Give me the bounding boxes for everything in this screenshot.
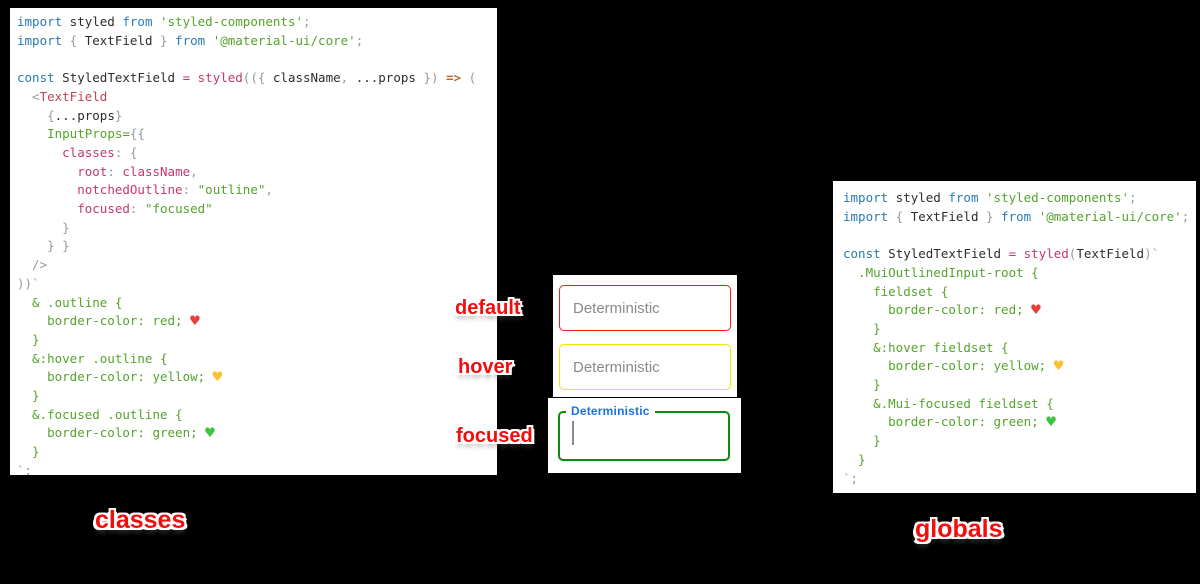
code-line: const StyledTextField = styled(({ classN… xyxy=(17,70,477,86)
code-line xyxy=(17,50,497,69)
code-line: InputProps={{ xyxy=(47,126,145,142)
code-line: &:hover fieldset { xyxy=(843,339,1009,355)
code-line: &:hover .outline { xyxy=(17,350,168,366)
textfield-hover[interactable] xyxy=(559,344,731,390)
caption-globals: globals xyxy=(915,515,1003,543)
code-line: root: className, xyxy=(77,163,198,179)
yellow-heart-icon: ♥ xyxy=(1053,356,1064,376)
code-line: border-color: yellow; ♥ xyxy=(17,367,223,387)
code-line: import styled from 'styled-components'; xyxy=(17,14,311,29)
code-line: .MuiOutlinedInput-root { xyxy=(843,264,1039,280)
code-line: border-color: green; ♥ xyxy=(17,423,215,443)
code-line: } xyxy=(17,331,40,347)
code-line: `; xyxy=(843,470,859,486)
code-panel-globals: import styled from 'styled-components'; i… xyxy=(833,181,1196,493)
green-heart-icon: ♥ xyxy=(205,423,215,443)
code-line: } } xyxy=(17,238,70,254)
code-line: import { TextField } from '@material-ui/… xyxy=(843,208,1190,224)
code-line: focused: "focused" xyxy=(77,201,213,217)
state-label-focused: focused xyxy=(456,425,533,447)
textfield-default[interactable] xyxy=(559,285,731,331)
green-heart-icon: ♥ xyxy=(1046,412,1056,432)
textfield-focused-label: Deterministic xyxy=(566,404,655,418)
code-line: import { TextField } from '@material-ui/… xyxy=(17,32,364,48)
textfield-demo-card-bottom: Deterministic xyxy=(548,398,741,473)
text-cursor xyxy=(572,421,574,445)
code-line: border-color: green; ♥ xyxy=(843,412,1056,432)
state-label-default: default xyxy=(455,297,521,319)
yellow-heart-icon: ♥ xyxy=(212,367,223,387)
state-label-hover: hover xyxy=(458,356,513,378)
code-line: border-color: yellow; ♥ xyxy=(843,356,1064,376)
code-line: /> xyxy=(17,257,48,273)
red-heart-icon: ♥ xyxy=(190,311,200,331)
code-line: & .outline { xyxy=(17,294,123,310)
code-line: } xyxy=(843,433,881,449)
textfield-focused[interactable] xyxy=(558,411,730,461)
code-line: border-color: red; ♥ xyxy=(17,311,200,331)
code-line: &.focused .outline { xyxy=(17,406,183,422)
code-line: notchedOutline: "outline", xyxy=(77,182,273,198)
code-line: } xyxy=(843,377,881,393)
code-line xyxy=(843,226,1196,245)
code-line: const StyledTextField = styled(TextField… xyxy=(843,246,1160,262)
code-line: import styled from 'styled-components'; xyxy=(843,190,1137,205)
code-line: fieldset { xyxy=(843,283,949,299)
code-line: } xyxy=(17,219,70,235)
code-line: ))` xyxy=(17,275,40,291)
caption-classes: classes xyxy=(95,506,186,534)
code-line: } xyxy=(17,388,40,404)
code-line: &.Mui-focused fieldset { xyxy=(843,395,1054,411)
code-line: } xyxy=(843,451,866,467)
code-line: classes: { xyxy=(62,144,138,160)
code-line: } xyxy=(843,320,881,336)
code-line: {...props} xyxy=(17,107,123,123)
code-line: <TextField xyxy=(17,88,108,104)
code-panel-classes: import styled from 'styled-components'; i… xyxy=(10,8,497,475)
code-line: `; xyxy=(17,462,33,475)
textfield-demo-card-top xyxy=(553,275,737,397)
red-heart-icon: ♥ xyxy=(1031,300,1041,320)
code-line: } xyxy=(17,444,40,460)
code-line: border-color: red; ♥ xyxy=(843,300,1041,320)
